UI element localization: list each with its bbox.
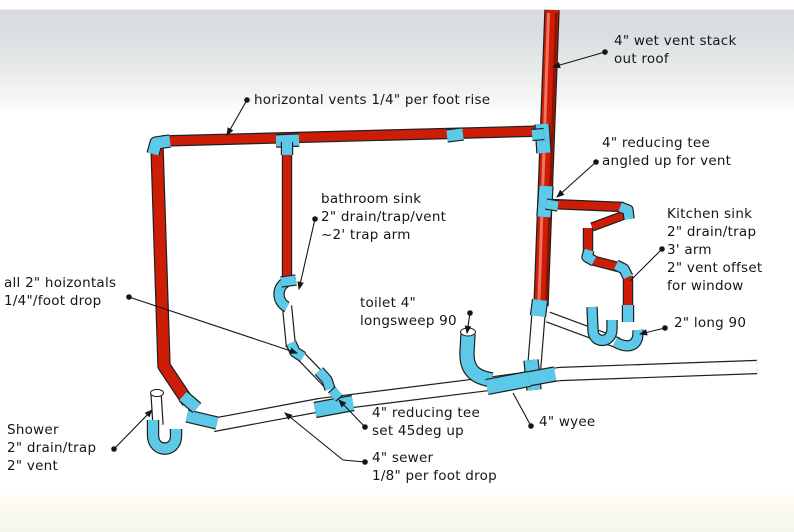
reducing-tee-vent-branch — [545, 199, 559, 211]
annotation-sewer: 4" sewer 1/8" per foot drop — [372, 450, 497, 484]
bathroom-trap-coupling — [280, 275, 297, 287]
kitchen-vent-offset-diagonal-pipe — [590, 210, 629, 231]
wye-fitting — [485, 372, 531, 394]
annotation-kitchen-sink: Kitchen sink 2" drain/trap 3' arm 2" ven… — [667, 206, 763, 294]
kitchen-p-trap-fitting — [587, 306, 617, 345]
leader-bathroom-sink — [297, 218, 316, 291]
leader-lines — [111, 49, 668, 465]
kitchen-elbow-1-fitting — [618, 202, 634, 220]
annotation-shower: Shower 2" drain/trap 2" vent — [7, 422, 97, 474]
toilet-longsweep-90-fitting — [460, 333, 494, 387]
stack-coupling-fitting — [531, 299, 547, 317]
leader-long-90 — [638, 327, 666, 336]
kitchen-elbow-2-fitting — [582, 248, 597, 265]
leader-horizontal-vents — [226, 99, 248, 136]
top-left-elbow-fitting — [147, 135, 171, 156]
shower-vent-coupling-fitting — [179, 391, 201, 413]
annotation-horizontals-drop: all 2" hoizontals 1/4"/foot drop — [4, 275, 117, 309]
leader-wyee — [512, 392, 532, 427]
kitchen-elbow-3-fitting — [613, 260, 633, 280]
vent-piping — [150, 9, 634, 406]
stack-shadow — [545, 12, 558, 301]
shower-drain-vertical-pipe — [151, 392, 163, 426]
leader-sewer — [284, 412, 366, 463]
reducing-tee-vent-fitting — [537, 185, 553, 218]
annotation-reducing-tee-vent: 4" reducing tee angled up for vent — [602, 135, 732, 169]
annotation-bathroom-sink: bathroom sink 2" drain/trap/vent ~2' tra… — [321, 191, 447, 243]
leader-reducing-tee-45 — [338, 399, 366, 428]
shower-pipe-opening — [150, 388, 164, 398]
annotation-toilet: toilet 4" longsweep 90 — [360, 295, 457, 329]
kitchen-vent-offset-horizontal-pipe — [589, 256, 620, 271]
leader-toilet — [464, 312, 472, 335]
sewer-reducing-tee-branch — [328, 387, 343, 401]
bathroom-elbow-lower-fitting — [315, 368, 335, 391]
kitchen-long-90-fitting — [612, 329, 643, 351]
wet-vent-stack-pipe — [534, 9, 559, 307]
leader-horizontals-drop — [128, 296, 299, 354]
leader-kitchen-sink — [629, 248, 663, 282]
leader-shower — [113, 409, 153, 450]
stack-highlight — [537, 12, 550, 301]
shower-tee-fitting — [185, 410, 219, 429]
annotation-horizontal-vents: horizontal vents 1/4" per foot rise — [254, 92, 491, 108]
annotation-reducing-tee-45: 4" reducing tee set 45deg up — [372, 405, 481, 439]
leader-reducing-tee-vent — [556, 161, 597, 198]
kitchen-vent-branch-pipe — [550, 200, 624, 211]
annotation-wyee: 4" wyee — [539, 414, 596, 430]
bathroom-drain-vertical-pipe — [283, 305, 295, 348]
left-vent-riser-pipe — [151, 146, 193, 406]
vent-tee-fitting — [275, 134, 300, 147]
annotation-wet-vent-stack: 4" wet vent stack out roof — [614, 33, 737, 67]
sewer-reducing-tee-fitting — [313, 396, 355, 417]
leader-wet-vent — [551, 51, 606, 69]
annotation-long-90: 2" long 90 — [674, 315, 747, 331]
horizontal-vent-pipe — [161, 126, 544, 146]
shower-p-trap-fitting — [148, 420, 181, 454]
stack-vent-tee-branch — [531, 129, 545, 140]
vent-coupling-fitting — [446, 128, 464, 142]
